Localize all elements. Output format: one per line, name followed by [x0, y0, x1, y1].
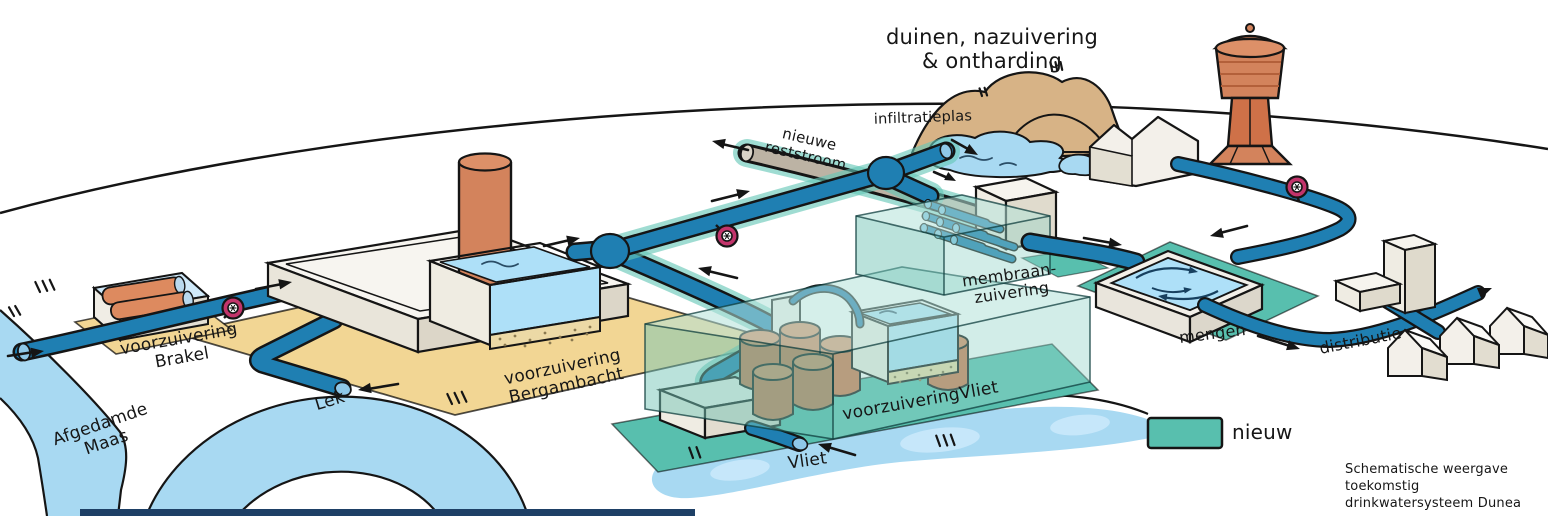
pipe-membrane-to-mixing	[1020, 232, 1146, 272]
flow-arrow	[710, 189, 750, 203]
flow-arrow	[818, 442, 857, 457]
legend-swatch	[1146, 416, 1224, 450]
pipe-tower-to-mixing	[1170, 156, 1357, 265]
flow-arrows	[6, 138, 1300, 457]
water-tower	[1207, 23, 1293, 166]
bottom-edge-strip	[80, 509, 695, 516]
pipe-lek-intake	[249, 310, 352, 398]
flow-arrow	[932, 170, 956, 181]
bergambacht-unit	[263, 152, 633, 354]
flow-arrow	[1210, 224, 1249, 238]
valve-icon	[221, 296, 245, 320]
vliet-unit	[598, 238, 1100, 473]
label-dunes: duinen, nazuivering & ontharding	[886, 25, 1098, 73]
grass-marks	[978, 60, 1064, 98]
filter-basin	[425, 241, 605, 351]
horizon-line	[0, 102, 1548, 215]
legend-label: nieuw	[1232, 420, 1293, 444]
flow-arrow	[1082, 236, 1122, 248]
valve-icon	[715, 224, 739, 248]
flow-arrow	[698, 266, 739, 280]
caption: Schematische weergave toekomstig drinkwa…	[1345, 462, 1522, 511]
river-lek	[134, 395, 536, 516]
house	[1387, 328, 1448, 382]
flow-arrow	[6, 347, 44, 358]
swirl-arrows	[1135, 266, 1219, 301]
mixing-basin	[1093, 249, 1265, 344]
pipe-main-new	[565, 137, 960, 270]
distribution-buildings	[1332, 233, 1548, 382]
bank-ticks	[7, 278, 956, 460]
valve-icon	[1285, 175, 1309, 202]
pipe-maas-intake	[12, 278, 312, 362]
flow-arrow	[712, 138, 750, 152]
flow-arrow	[542, 235, 580, 248]
sand-dots	[498, 325, 592, 348]
membrane-unit	[855, 176, 1146, 296]
flow-arrow	[950, 138, 978, 155]
flow-arrow	[358, 382, 400, 394]
junction-sphere	[866, 155, 906, 191]
flow-arrow	[254, 279, 292, 291]
pipe-vliet-outfall	[744, 420, 809, 452]
house	[1439, 316, 1500, 370]
nazuivering-building	[1088, 115, 1200, 188]
junction-sphere	[589, 232, 631, 270]
flow-arrow	[1256, 334, 1300, 351]
